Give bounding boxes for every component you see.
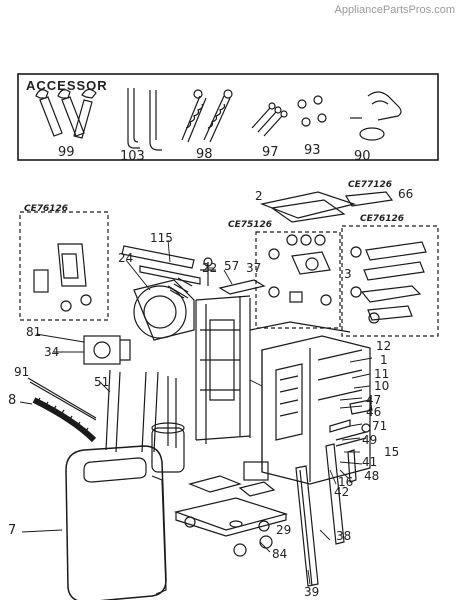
callout-71: 71: [372, 419, 388, 433]
callout-47: 47: [366, 393, 382, 407]
fan-housing: [133, 277, 195, 341]
callout-34: 34: [44, 345, 60, 359]
spring-98-icon: [181, 89, 233, 143]
left-option-box: [19, 211, 109, 321]
compressor: [151, 422, 185, 473]
right-option-box: [341, 225, 439, 337]
main-cabinet: [249, 321, 371, 485]
callout-16: 16: [338, 475, 354, 489]
callout-115: 115: [150, 231, 173, 245]
motor-81: [83, 335, 131, 365]
callout-66: 66: [398, 187, 414, 201]
wrench-99-icon: [35, 88, 97, 139]
accessory-label: 103: [120, 149, 145, 164]
top-panel-2: [259, 191, 357, 219]
code-top-right: CE77126: [348, 180, 393, 190]
rod-91: [27, 377, 97, 421]
code-left-box: CE76126: [24, 204, 69, 214]
watermark: AppliancePartsPros.com: [334, 4, 455, 16]
callout-37: 37: [246, 261, 262, 275]
callout-57: 57: [224, 259, 240, 273]
part-37: [218, 279, 266, 295]
callout-1: 1: [380, 353, 388, 367]
leader-lines: [19, 239, 373, 585]
callout-3: 3: [344, 267, 352, 281]
front-cover-7: [65, 445, 167, 600]
callout-84: 84: [272, 547, 288, 561]
accessory-title: ACCESSOR: [26, 78, 108, 93]
callout-2: 2: [255, 189, 263, 203]
callout-91: 91: [14, 365, 30, 379]
code-right-box: CE76126: [360, 214, 405, 224]
callout-48: 48: [364, 469, 380, 483]
callout-15: 15: [384, 445, 400, 459]
accessory-label: 93: [304, 143, 321, 158]
callout-39: 39: [304, 585, 320, 599]
handle-90-icon: [350, 91, 402, 141]
vertical-rods: [105, 369, 177, 453]
accessory-label: 98: [196, 147, 213, 162]
part-57: [200, 257, 216, 286]
callout-7: 7: [8, 523, 17, 538]
callout-8: 8: [8, 393, 17, 408]
callout-49: 49: [362, 433, 378, 447]
screws-97-icon: [251, 102, 288, 137]
callout-81: 81: [26, 325, 42, 339]
nuts-93-icon: [297, 95, 327, 127]
part-66: [344, 191, 394, 207]
filter-8: [32, 397, 97, 443]
callout-11: 11: [374, 367, 390, 381]
accessory-label: 90: [354, 149, 371, 164]
top-bar-115: [121, 245, 201, 285]
accessory-label: 99: [58, 145, 75, 160]
callout-24: 24: [118, 251, 134, 265]
code-center: CE75126: [228, 220, 273, 230]
internal-frame: [195, 295, 251, 444]
callout-42: 42: [334, 485, 350, 499]
accessory-box: [17, 73, 439, 161]
base-plate: [173, 461, 289, 537]
callout-51: 51: [94, 375, 110, 389]
callout-38: 38: [336, 529, 352, 543]
callout-41: 41: [362, 455, 378, 469]
callout-12: 12: [376, 339, 392, 353]
casters: [184, 516, 273, 557]
callout-22: 22: [202, 261, 218, 275]
callout-46: 46: [366, 405, 382, 419]
side-rails: [295, 443, 357, 587]
accessory-label: 97: [262, 145, 279, 160]
bracket-103-icon: [127, 88, 162, 151]
callout-10: 10: [374, 379, 390, 393]
center-option-box: [255, 199, 346, 329]
callout-29: 29: [276, 523, 292, 537]
